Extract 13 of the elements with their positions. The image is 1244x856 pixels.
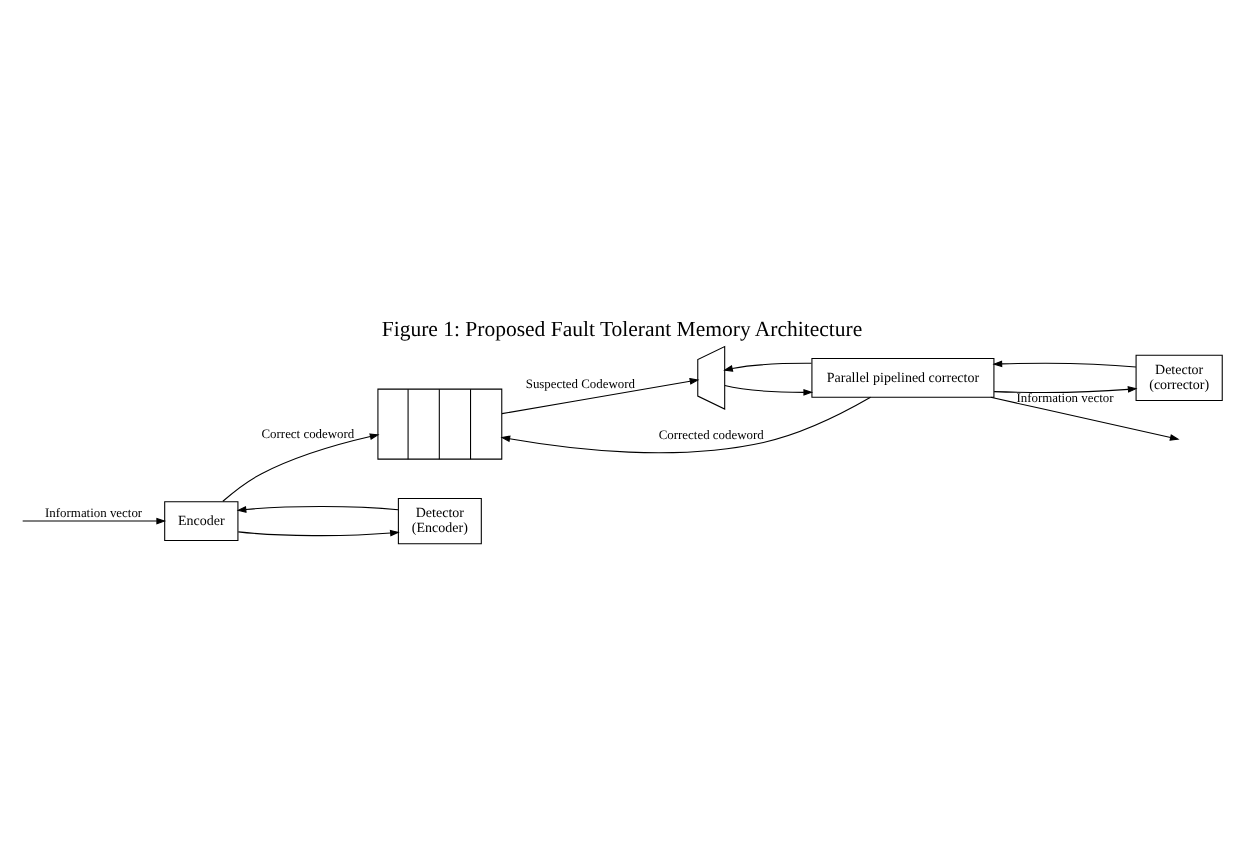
diagram-title: Figure 1: Proposed Fault Tolerant Memory Architecture: [381, 316, 863, 341]
arrow: [22, 516, 167, 524]
arrow: [500, 395, 872, 453]
arrow: [501, 377, 700, 414]
arrow: [237, 528, 400, 536]
arrow: [724, 383, 814, 395]
arrow: [723, 361, 812, 371]
arrow: [992, 359, 1137, 367]
arrow: [236, 505, 399, 512]
node-trapezoid: [697, 344, 726, 409]
arrow: [990, 395, 1180, 440]
arrow: [993, 385, 1138, 392]
arrow: [222, 432, 380, 501]
